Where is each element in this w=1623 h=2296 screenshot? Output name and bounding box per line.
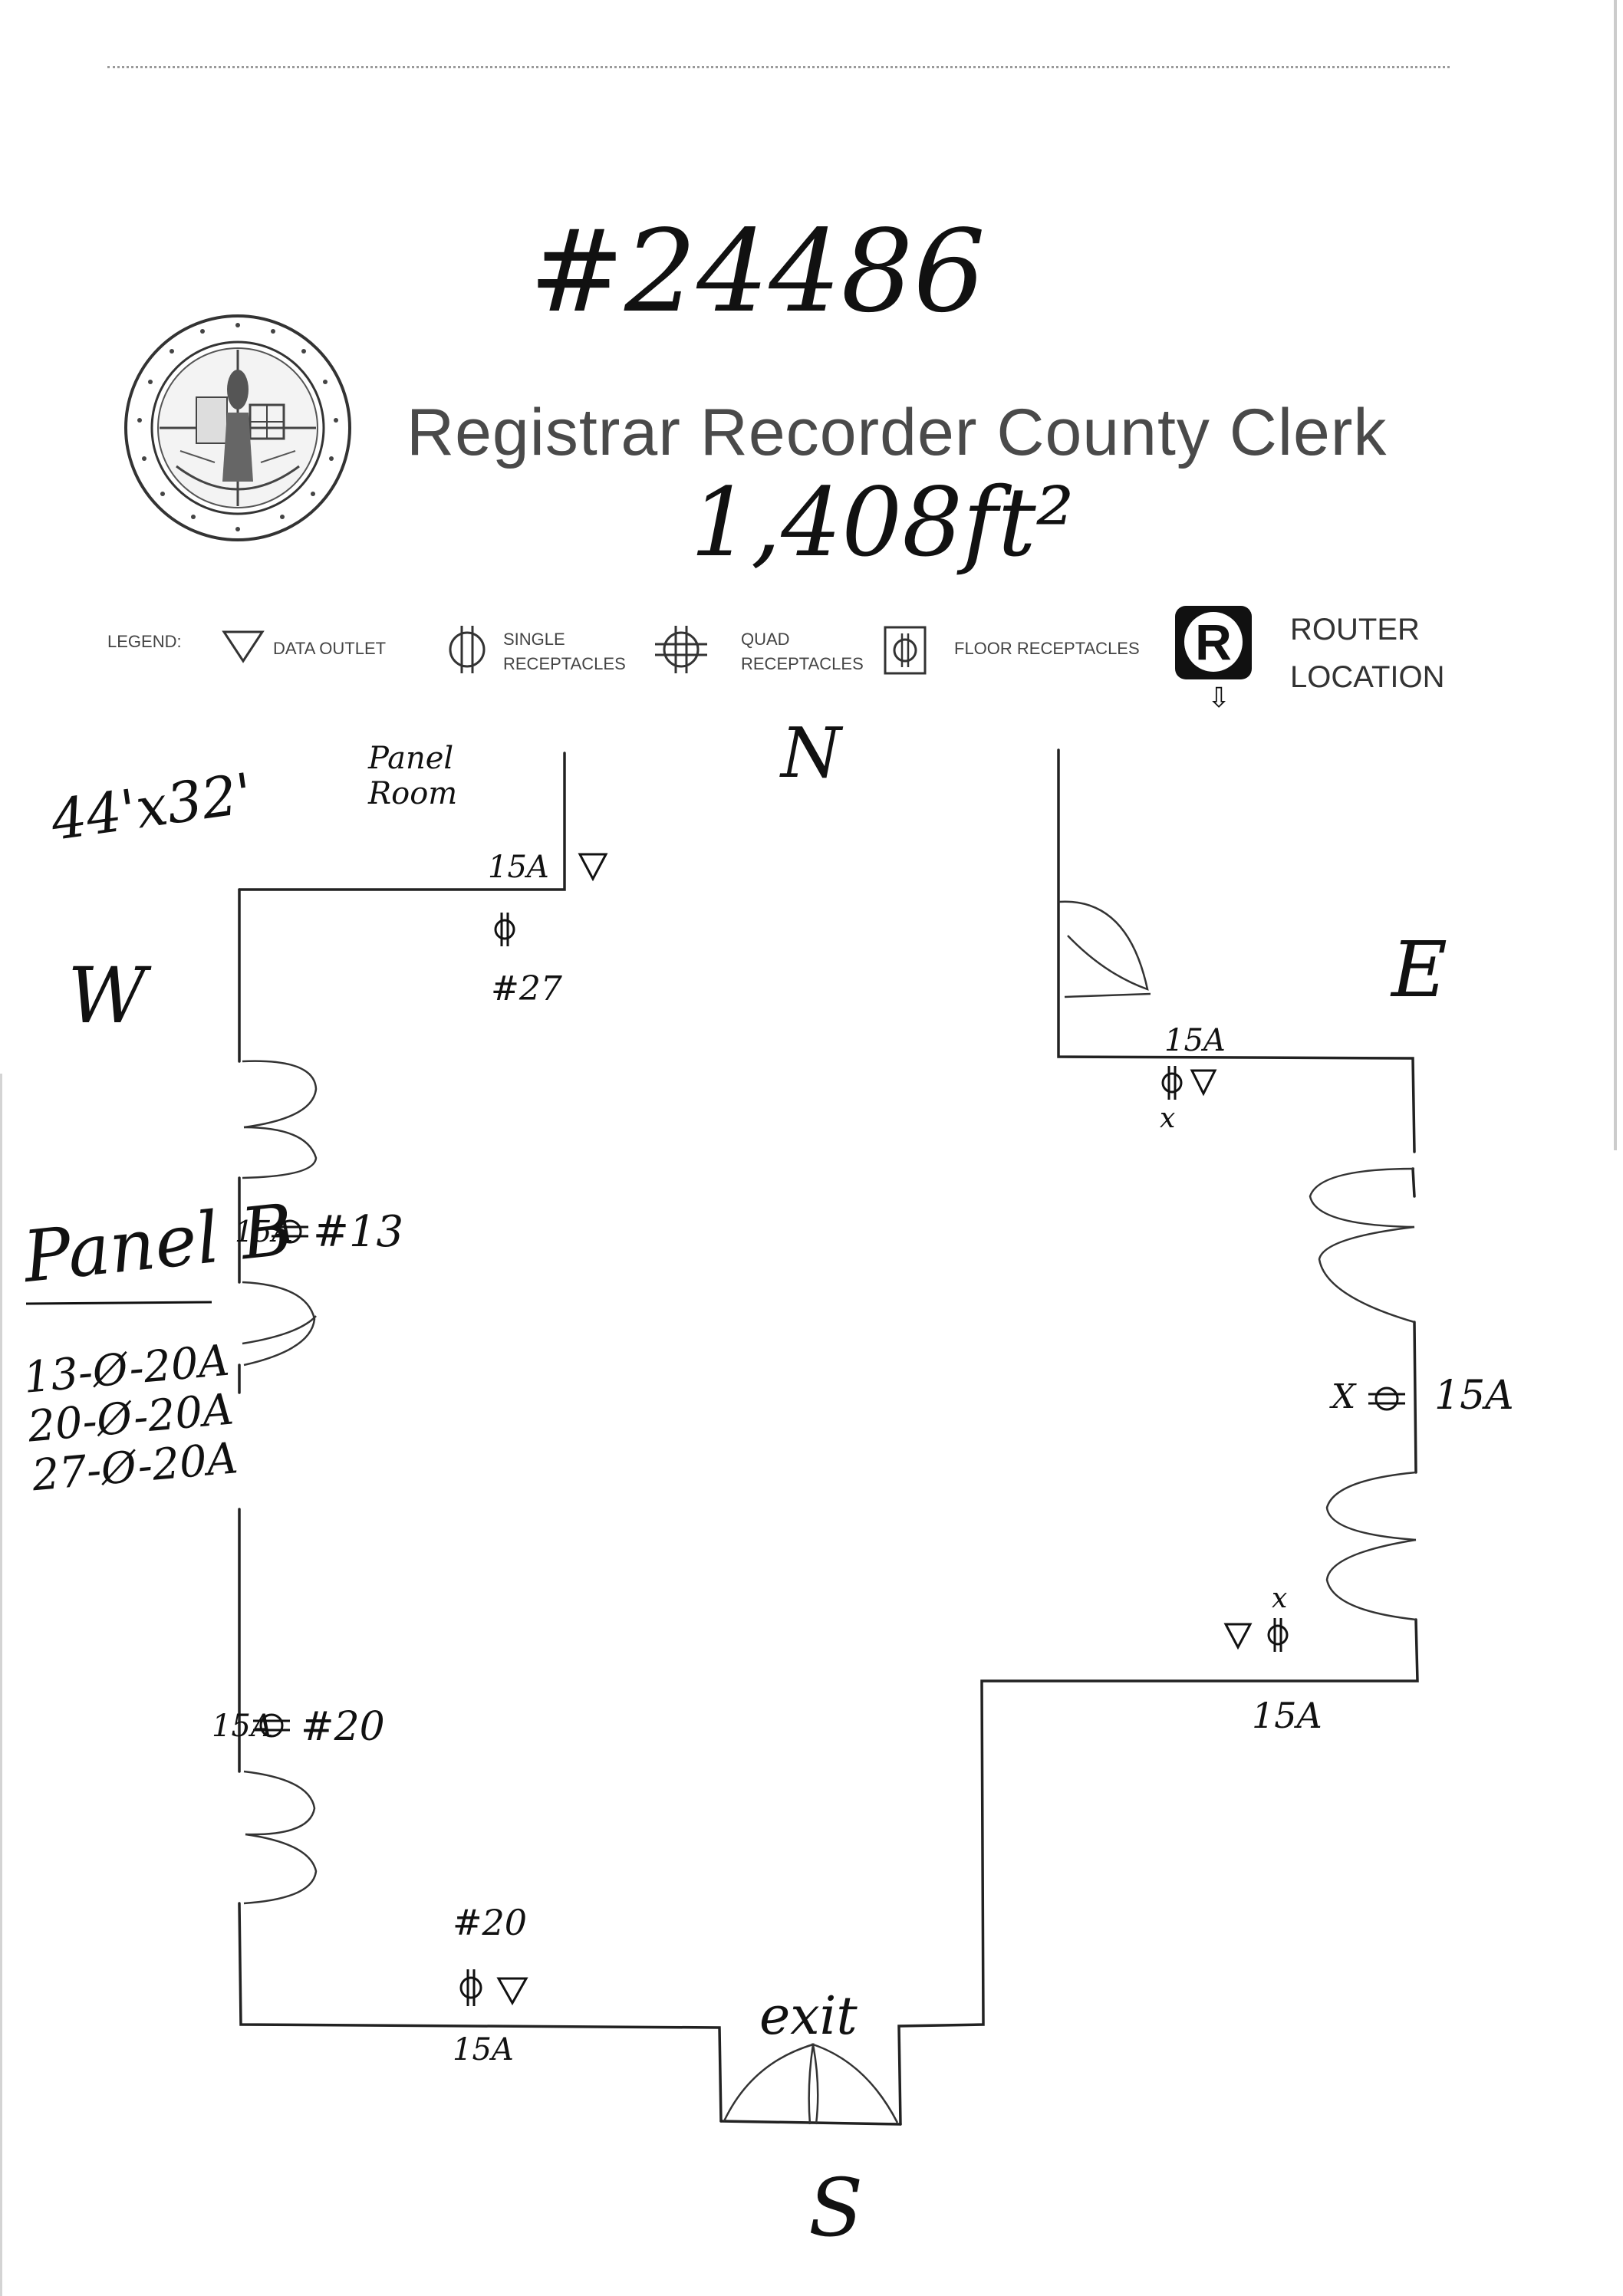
compass-east: E xyxy=(1391,925,1447,1015)
east2-amp: 15A xyxy=(1252,1695,1322,1736)
document-number: #24486 xyxy=(529,206,986,337)
county-seal-logo xyxy=(124,314,351,541)
panel-room-line2: Room xyxy=(368,776,458,811)
scan-edge-line xyxy=(107,66,1450,68)
door-swings xyxy=(242,900,1417,2125)
router-text-line2: LOCATION xyxy=(1290,660,1445,694)
compass-west: W xyxy=(67,951,146,1041)
single-receptacle-icon xyxy=(1267,1618,1289,1652)
quad-receptacle-icon xyxy=(272,1219,308,1244)
compass-south: S xyxy=(808,2161,864,2255)
west2-amp: 15A xyxy=(212,1709,273,1744)
east1-amp: 15A xyxy=(1434,1373,1514,1419)
page-title: Registrar Recorder County Clerk xyxy=(407,396,1388,469)
data-outlet-icon xyxy=(1190,1069,1217,1097)
data-outlet-icon xyxy=(1223,1623,1253,1650)
panel-schedule-list: 13-Ø-20A 20-Ø-20A 27-Ø-20A xyxy=(21,1336,240,1502)
panel-room-label: Panel Room xyxy=(368,741,457,811)
router-letter: R xyxy=(1195,613,1232,670)
single-receptacle-icon xyxy=(1161,1066,1183,1100)
scan-edge-left xyxy=(0,1074,2,2296)
floor-receptacle-icon xyxy=(884,626,927,675)
router-location-text: ROUTER LOCATION xyxy=(1290,606,1445,701)
quad-receptacle-icon xyxy=(253,1713,290,1738)
data-outlet-icon xyxy=(578,853,608,882)
compass-north: N xyxy=(781,713,841,794)
south-amp: 15A xyxy=(453,2032,514,2067)
south-circuit: #20 xyxy=(453,1902,528,1943)
east2-mark: x xyxy=(1272,1583,1288,1614)
router-text-line1: ROUTER xyxy=(1290,613,1420,646)
west1-circuit: #13 xyxy=(313,1207,404,1257)
router-location-icon: R xyxy=(1175,606,1252,679)
outlet-symbols xyxy=(253,853,1405,2006)
quad-receptacle-icon xyxy=(655,626,707,673)
legend-single-receptacle-text: SINGLE RECEPTACLES xyxy=(503,630,626,673)
west1-amp: 15A xyxy=(235,1215,293,1248)
single-receptacle-icon xyxy=(449,626,486,673)
data-outlet-icon xyxy=(222,630,265,663)
area-label: 1,408ft² xyxy=(690,468,1075,578)
quad-receptacle-icon xyxy=(1368,1386,1405,1411)
legend-floor-receptacle-text: FLOOR RECEPTACLES xyxy=(954,639,1140,658)
north-amp: 15A xyxy=(488,850,549,885)
exit-label: exit xyxy=(759,1986,858,2047)
router-down-arrow-icon: ⇩ xyxy=(1207,683,1231,714)
scan-edge-right xyxy=(1614,0,1617,1150)
legend-data-outlet-text: DATA OUTLET xyxy=(273,639,387,658)
legend-label: LEGEND: xyxy=(107,632,182,651)
panel-b-underline xyxy=(25,1301,212,1305)
north-circuit: #27 xyxy=(491,969,562,1008)
panel-room-line1: Panel xyxy=(368,741,454,776)
room-walls xyxy=(238,748,1419,2126)
single-receptacle-icon xyxy=(459,1969,482,2006)
single-receptacle-icon xyxy=(494,913,515,946)
northeast-mark: x xyxy=(1160,1103,1176,1134)
legend-quad-receptacle-text: QUAD RECEPTACLES xyxy=(741,630,864,673)
west2-circuit: #20 xyxy=(301,1704,385,1750)
northeast-amp: 15A xyxy=(1164,1023,1226,1058)
east1-mark: X xyxy=(1332,1377,1356,1416)
data-outlet-icon xyxy=(496,1977,528,2006)
